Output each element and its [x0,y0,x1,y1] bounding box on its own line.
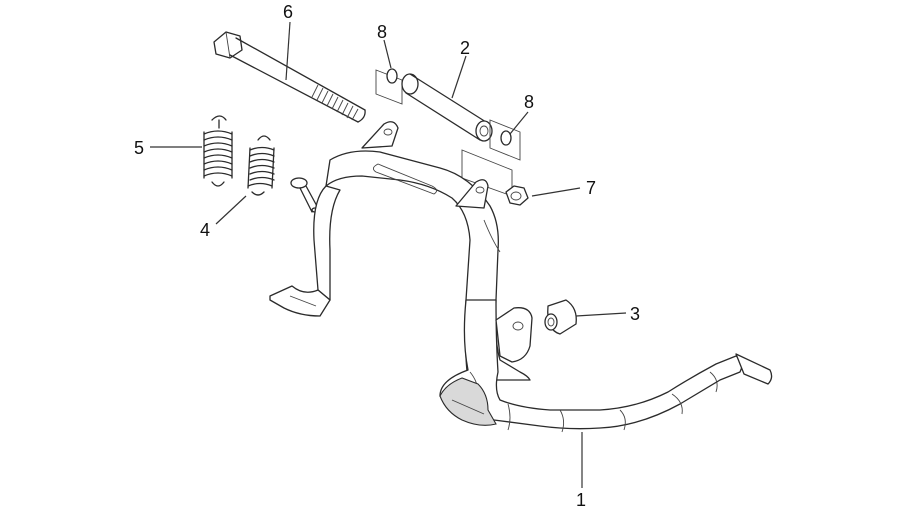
callout-8-left: 8 [377,22,387,42]
callout-2: 2 [460,38,470,58]
nut-part [505,185,529,206]
callout-4: 4 [200,220,210,240]
leader-2 [451,55,467,99]
callout-6: 6 [283,2,293,22]
leader-4 [215,195,247,225]
center-stand-frame-part [269,121,773,433]
callout-8-right: 8 [524,92,534,112]
callout-1: 1 [576,490,586,510]
leader-3 [575,312,627,317]
spring-small-part [247,135,275,196]
spring-large-part [203,115,233,187]
rubber-stopper-part [544,299,577,335]
leader-8b [509,111,529,135]
pivot-shaft-part [401,73,493,142]
callout-3: 3 [630,304,640,324]
leader-7 [531,187,581,197]
stand-pin [290,177,319,213]
leader-lines [150,21,627,488]
leader-6 [285,21,291,81]
washer-left-part [375,68,403,105]
callout-7: 7 [586,178,596,198]
bolt-part [213,31,366,123]
callout-labels: 1 2 3 4 5 6 7 8 8 [134,2,640,510]
washer-right-part [489,119,521,161]
callout-5: 5 [134,138,144,158]
leader-8a [383,39,392,69]
